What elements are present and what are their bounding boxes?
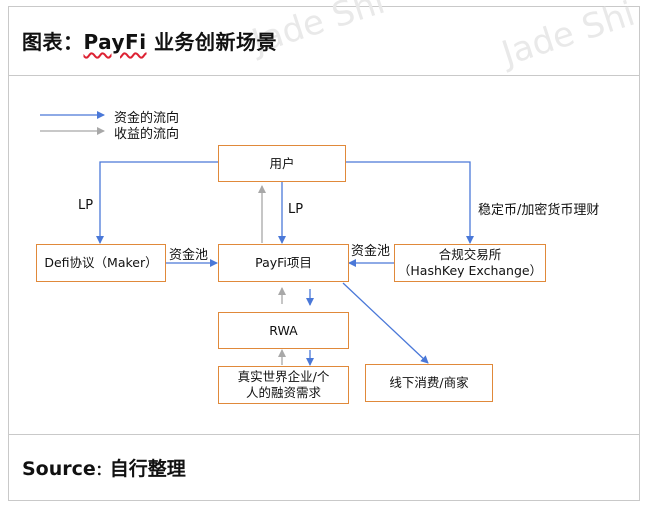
legend-capital-label: 资金的流向	[114, 111, 180, 126]
source-label: Source	[22, 458, 96, 480]
source-value: 自行整理	[109, 458, 186, 480]
edge-user-defi	[96, 161, 218, 244]
source-line: Source：自行整理	[22, 454, 186, 481]
edge-label-pool-right: 资金池	[351, 244, 391, 259]
node-user: 用户	[218, 145, 346, 182]
footer-divider	[8, 434, 640, 435]
legend-income-label: 收益的流向	[114, 127, 180, 142]
page-title: 图表：PayFi 业务创新场景	[22, 26, 277, 55]
title-prefix: 图表：	[22, 30, 84, 54]
edge-label-stablecoin: 稳定币/加密货币理财	[478, 203, 600, 218]
edge-label-lp-left: LP	[78, 198, 94, 213]
edge-user-exchange	[346, 161, 474, 244]
node-exchange: 合规交易所 （HashKey Exchange）	[394, 244, 546, 282]
edge-label-pool-left: 资金池	[169, 248, 209, 263]
node-offline: 线下消费/商家	[365, 364, 493, 402]
node-payfi: PayFi项目	[218, 244, 349, 282]
node-defi: Defi协议（Maker）	[36, 244, 166, 282]
node-real-world: 真实世界企业/个 人的融资需求	[218, 366, 349, 404]
node-rwa: RWA	[218, 312, 349, 349]
figure-frame	[8, 6, 640, 501]
edge-payfi-offline	[342, 282, 429, 364]
edge-label-lp-center: LP	[288, 202, 304, 217]
title-term: PayFi	[83, 30, 147, 54]
title-suffix: 业务创新场景	[146, 30, 278, 54]
source-separator: ：	[95, 463, 110, 479]
header-divider	[8, 75, 640, 76]
